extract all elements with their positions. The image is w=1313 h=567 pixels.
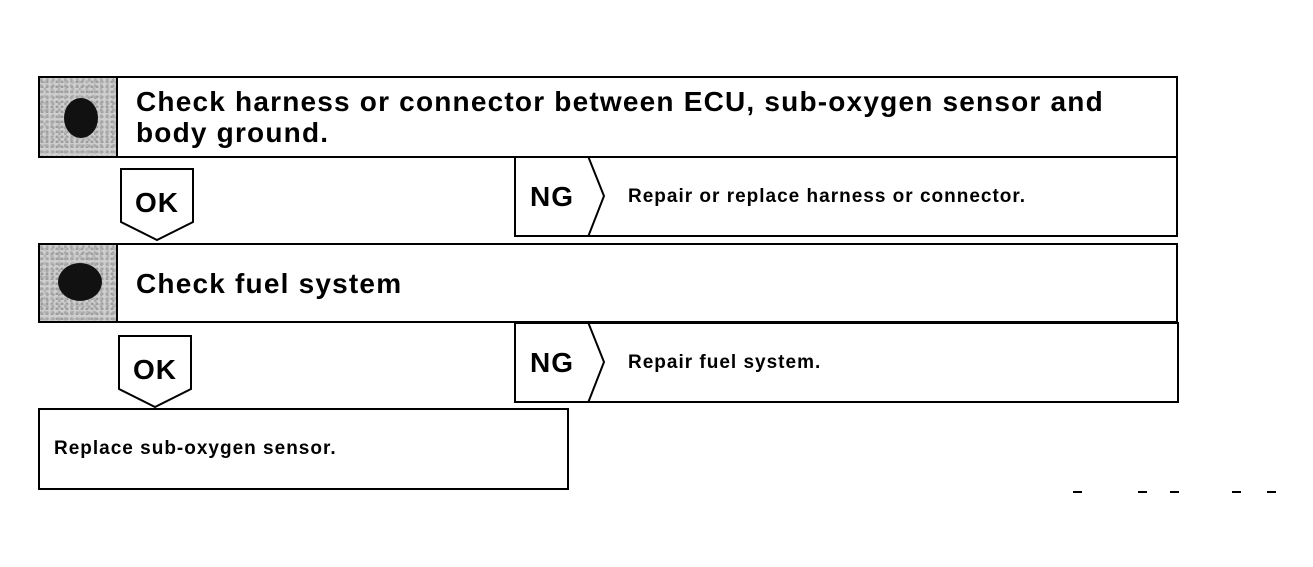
step-1-check-text: Check harness or connector between ECU, … bbox=[136, 86, 1104, 148]
scan-mark bbox=[1138, 491, 1147, 493]
final-action-text: Replace sub-oxygen sensor. bbox=[54, 438, 337, 459]
scan-mark bbox=[1073, 491, 1082, 493]
step-2-check-text: Check fuel system bbox=[136, 267, 403, 299]
step-2-check-box: Check fuel system bbox=[38, 243, 1178, 323]
step-1-ng-action: Repair or replace harness or connector. bbox=[628, 185, 1027, 207]
step-2-number-icon bbox=[40, 245, 118, 321]
step-2-ng-box: NG Repair fuel system. bbox=[514, 322, 1179, 403]
step-1-check-box: Check harness or connector between ECU, … bbox=[38, 76, 1178, 158]
step-1-ng-chevron-icon bbox=[587, 156, 606, 237]
scan-mark bbox=[1232, 491, 1241, 493]
step-2-ok-arrow bbox=[118, 335, 192, 409]
final-action-box: Replace sub-oxygen sensor. bbox=[38, 408, 569, 490]
step-2-ng-action: Repair fuel system. bbox=[628, 351, 822, 373]
step-1-ok-label: OK bbox=[135, 187, 179, 218]
scan-mark bbox=[1170, 491, 1179, 493]
step-2-ng-chevron-icon bbox=[587, 322, 606, 403]
step-1-number-icon bbox=[40, 78, 118, 156]
step-1-ng-label: NG bbox=[530, 180, 574, 212]
scan-mark bbox=[1267, 491, 1276, 493]
step-2-ng-label: NG bbox=[530, 346, 574, 378]
step-1-ng-box: NG Repair or replace harness or connecto… bbox=[514, 156, 1178, 237]
step-2-ok-label: OK bbox=[133, 354, 177, 385]
step-1-ok-arrow bbox=[120, 168, 194, 242]
